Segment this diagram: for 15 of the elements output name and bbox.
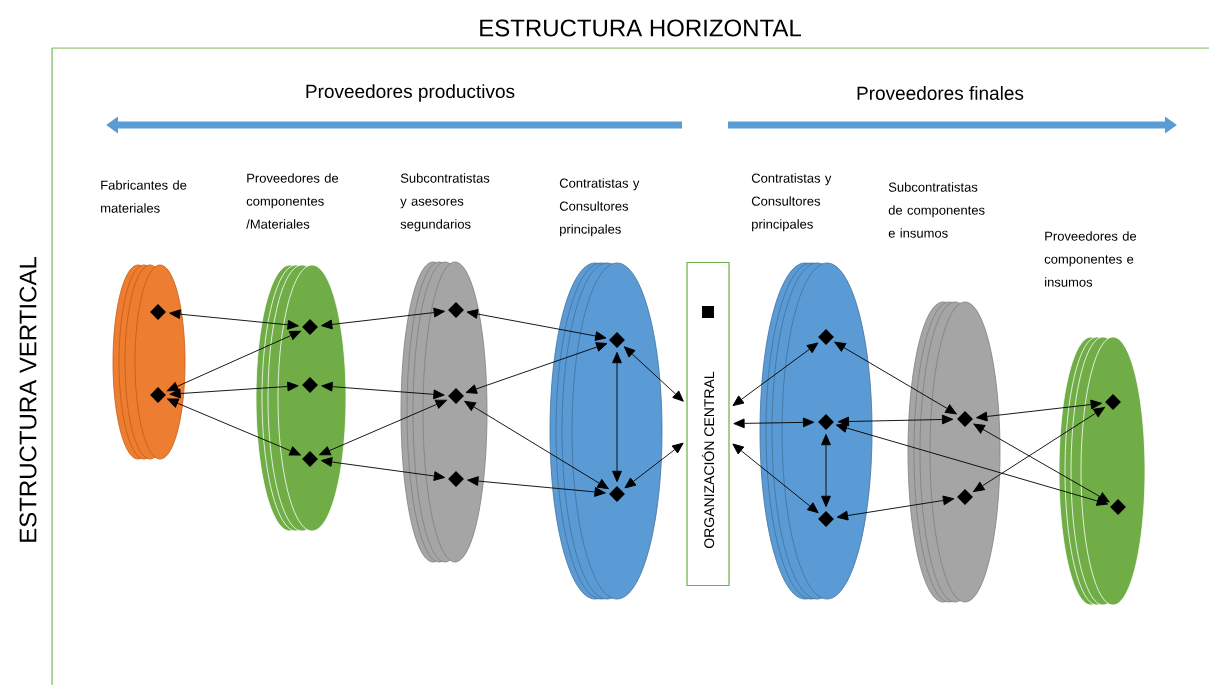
column-heading: Contratistas y Consultores principales xyxy=(559,178,640,237)
title: ESTRUCTURA HORIZONTAL xyxy=(480,19,801,37)
section-heading: Proveedores finales xyxy=(857,86,1024,100)
arrow xyxy=(835,423,1109,506)
column-heading: Contratistas y Consultores principales xyxy=(751,173,832,232)
column-heading: Subcontratistas y asesores segundarios xyxy=(400,173,490,232)
arrow xyxy=(623,346,684,402)
section-heading: Proveedores productivos xyxy=(306,84,515,102)
arrow xyxy=(624,442,684,489)
column-heading: Fabricantes de materiales xyxy=(101,180,187,213)
column-heading: Proveedores de componentes e insumos xyxy=(1044,231,1137,287)
column-heading: Proveedores de componentes /Materiales xyxy=(246,173,339,229)
column-heading: Subcontratistas de componentes e insumos xyxy=(888,182,985,238)
axis-label: ESTRUCTURA VERTICAL xyxy=(19,257,37,542)
central-box: ORGANIZACIÓN CENTRAL xyxy=(686,261,730,587)
